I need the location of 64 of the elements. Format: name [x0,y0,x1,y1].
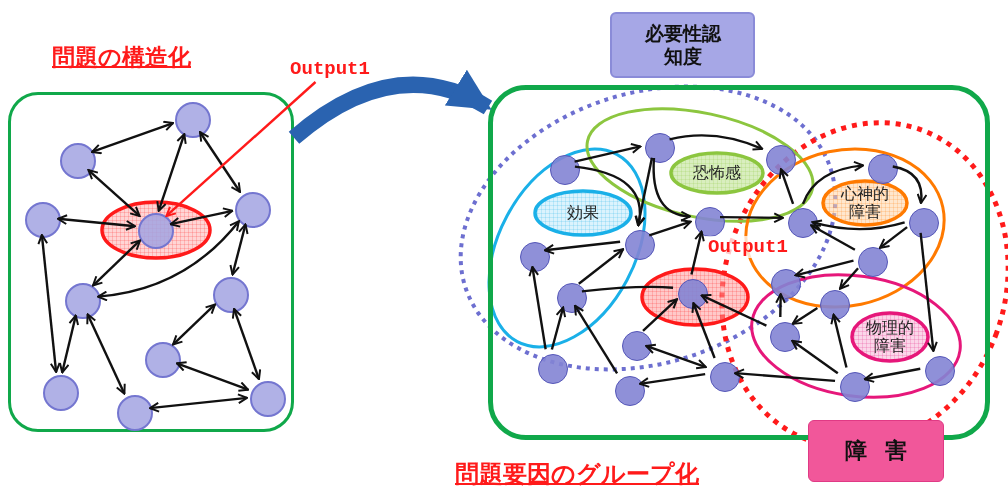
category-tag [808,420,944,482]
arrow [690,230,705,275]
arrow [778,168,795,205]
arrow [92,239,141,287]
arrow [863,367,921,383]
arrow [634,157,654,227]
arrow [791,339,839,375]
group-label: 物理的障害 [865,318,915,356]
arrow [574,165,646,227]
arrow [878,226,908,249]
arrow [775,293,786,318]
tag-label: 必要性認知度 [643,22,723,68]
group-label: 効果 [566,203,600,223]
group-panel [8,92,294,432]
callout-label: Output1 [706,236,790,258]
arrow [87,169,141,217]
tag-label: 障害 [844,437,925,465]
arrow [56,214,137,231]
arrow [37,233,61,374]
arrow [669,134,764,151]
arrow [58,314,80,374]
connector-line [581,285,674,293]
arrow [199,131,241,193]
arrow [642,298,678,332]
arrow [573,304,619,374]
arrow [838,267,859,290]
arrow [165,81,317,217]
curved-arrow [288,70,492,144]
arrow [811,219,905,231]
arrow [691,302,716,359]
heading: 問題要因のグループ化 [455,459,699,490]
arrow [156,133,187,212]
arrow [794,259,854,279]
arrow [892,165,928,205]
arrow [528,265,547,350]
arrow [229,223,249,276]
callout-label: Output1 [290,56,370,82]
arrow [175,361,250,392]
arrow [791,307,818,325]
arrow [648,219,692,237]
arrow [830,313,848,368]
arrow [172,303,216,346]
arrow [90,120,175,155]
arrow [231,307,262,381]
group-label: 心神的障害 [840,184,890,222]
arrow [801,161,865,205]
arrow [645,343,707,370]
arrow [652,157,691,221]
arrow [578,248,625,285]
arrow [96,220,240,302]
arrow [86,313,126,395]
arrow [574,143,642,163]
arrow [700,294,767,327]
group-label: 恐怖感 [692,163,742,183]
heading: 問題の構造化 [52,43,191,72]
arrow [543,240,621,255]
arrow [733,368,836,383]
arrow [148,393,249,413]
arrow [169,207,234,228]
arrow [919,232,938,353]
arrow [550,306,567,350]
arrow [810,224,856,251]
category-tag [610,12,755,78]
arrow [638,373,706,388]
